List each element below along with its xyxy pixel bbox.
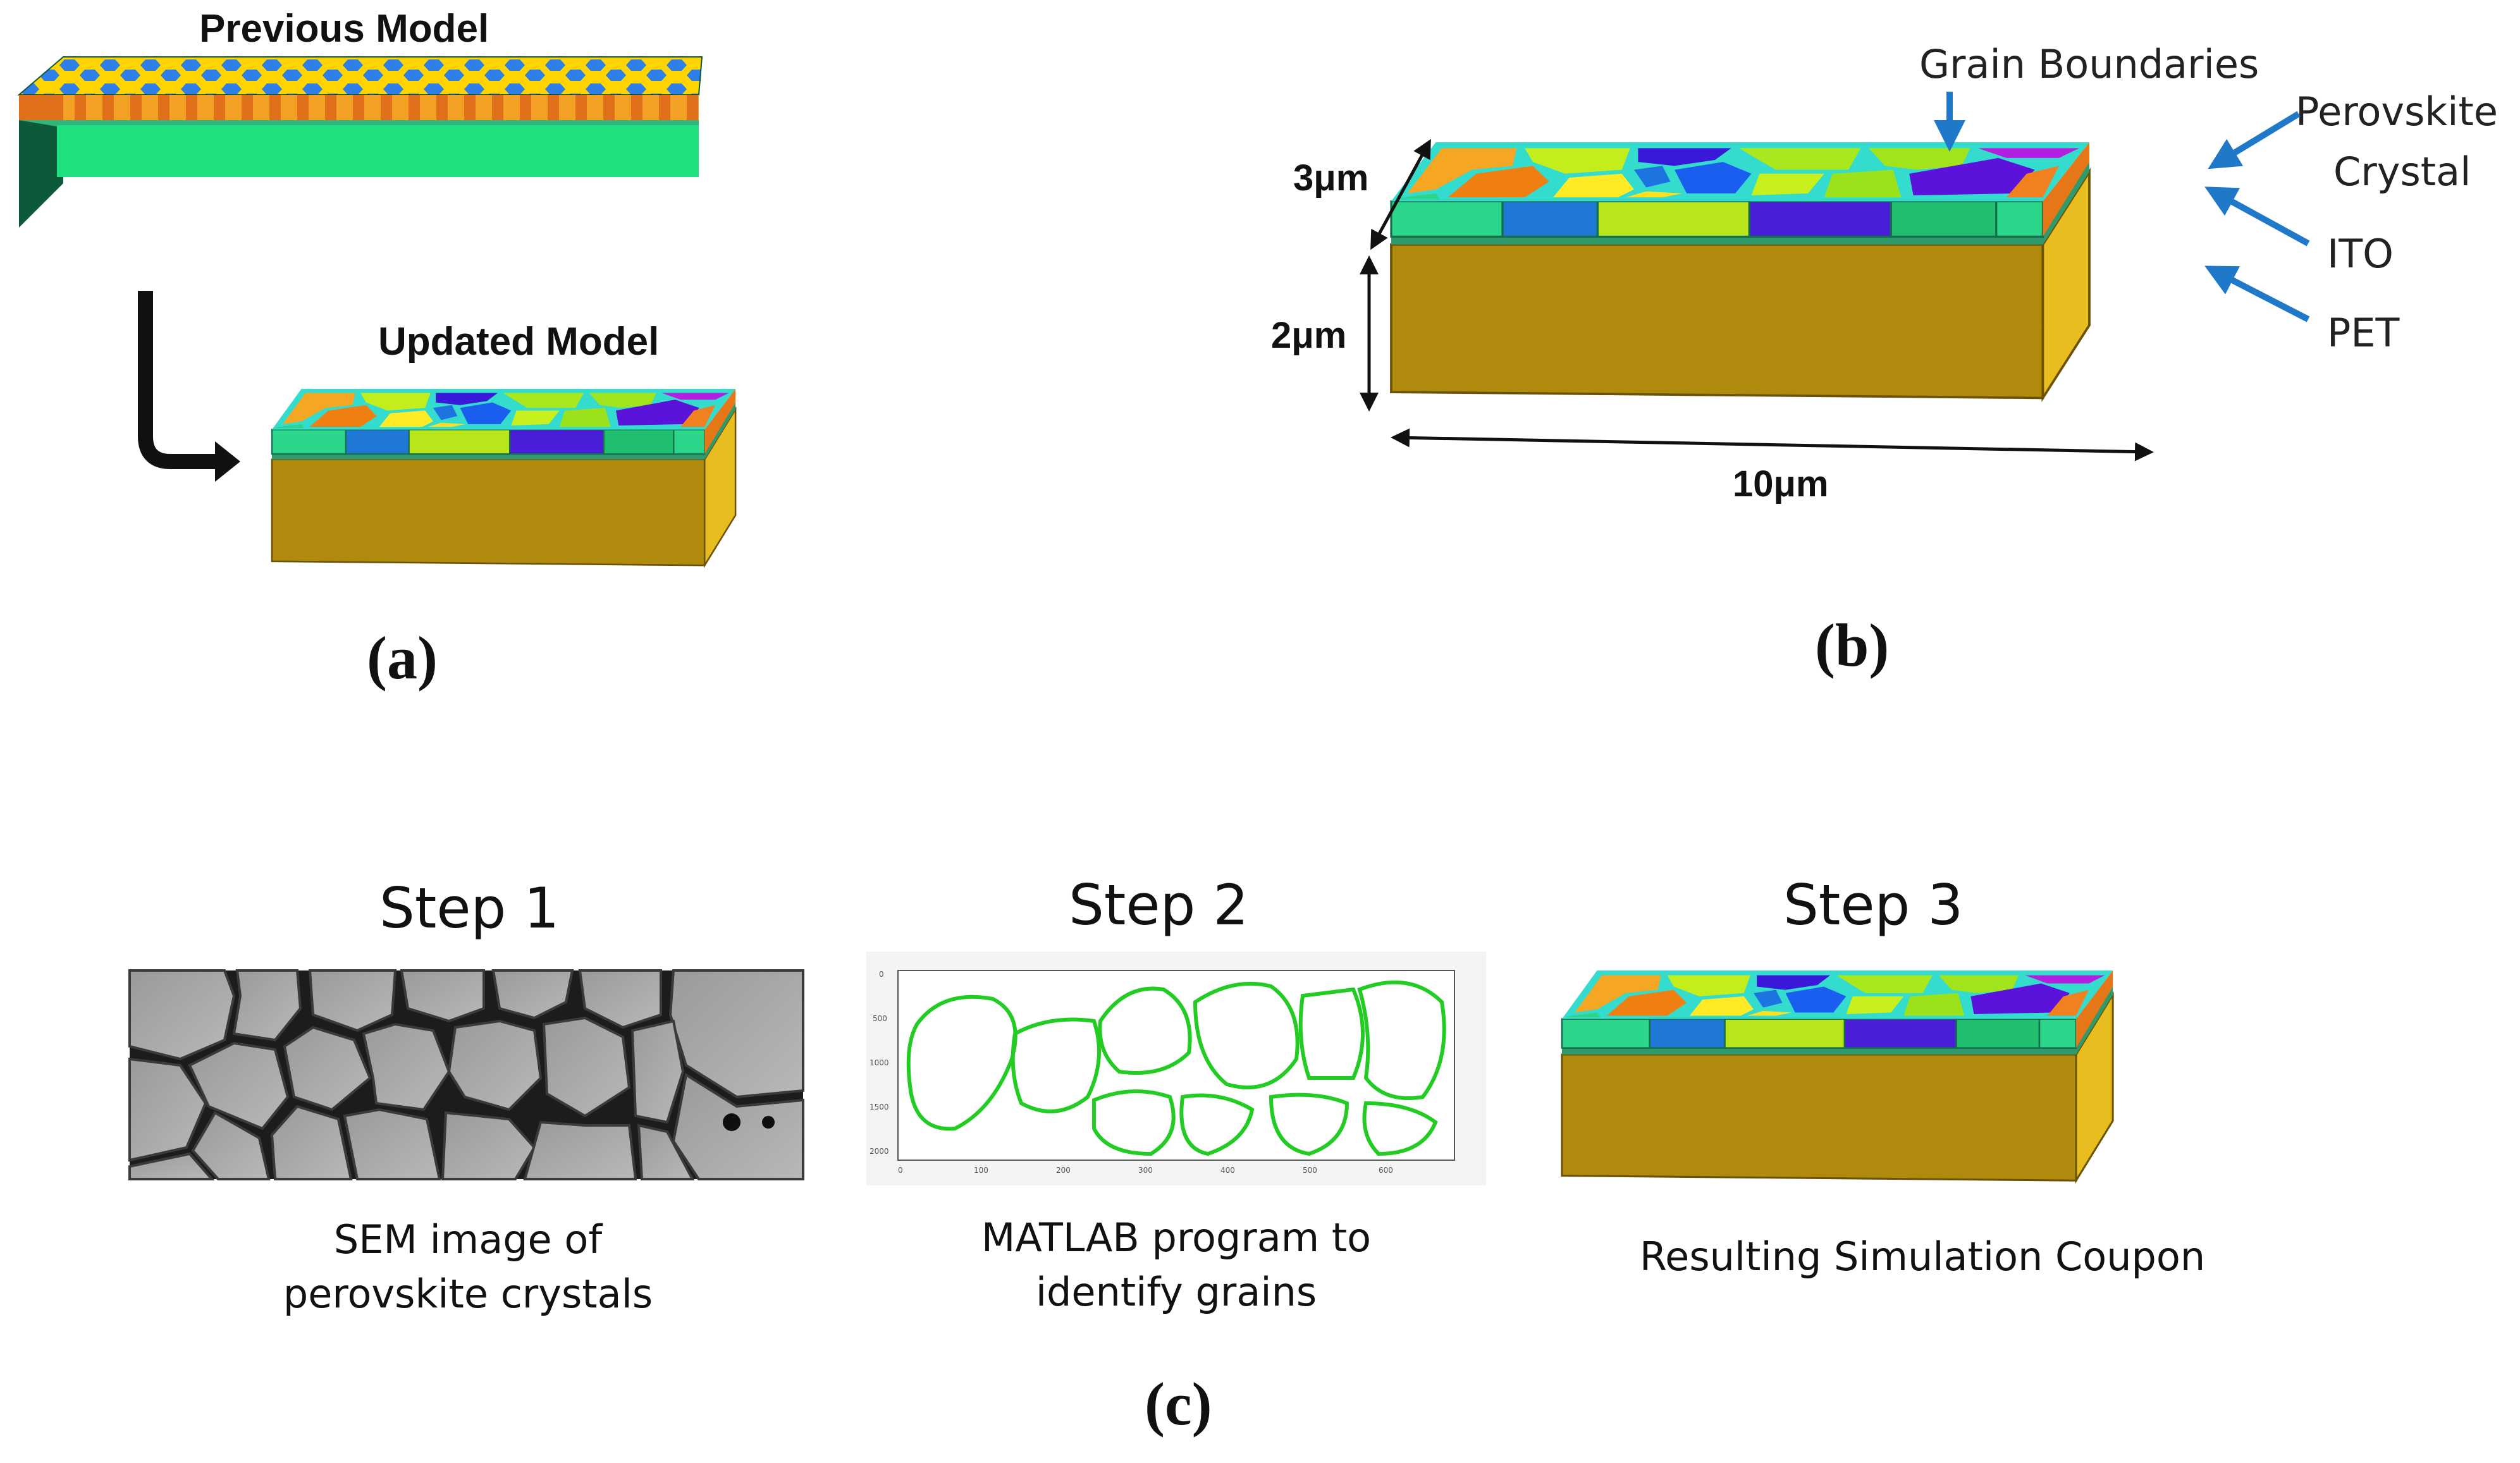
svg-text:500: 500	[873, 1014, 887, 1023]
pet-label: PET	[2327, 310, 2400, 356]
depth-dimension-arrow	[1370, 138, 1431, 250]
step-2-caption-line2: identify grains	[1035, 1269, 1317, 1315]
height-label: 2μm	[1271, 315, 1347, 356]
panel-a-label: (a)	[367, 624, 438, 692]
panel-c-label: (c)	[1145, 1370, 1212, 1438]
panel-b-label: (b)	[1815, 611, 1890, 679]
previous-model-figure	[17, 56, 703, 228]
svg-text:0: 0	[898, 1166, 903, 1175]
perovskite-arrow	[2208, 111, 2301, 169]
step-3-title: Step 3	[1783, 872, 1964, 938]
updated-model-title: Updated Model	[378, 320, 660, 364]
sem-image	[128, 969, 804, 1180]
ito-label: ITO	[2327, 231, 2394, 277]
svg-text:2000: 2000	[870, 1147, 889, 1156]
update-arrow	[138, 291, 240, 482]
svg-text:500: 500	[1303, 1166, 1317, 1175]
step-1-caption-line1: SEM image of	[333, 1216, 603, 1263]
perovskite-label-line1: Perovskite	[2296, 89, 2498, 135]
step-2-title: Step 2	[1069, 872, 1249, 938]
step-3-coupon	[1561, 969, 2114, 1182]
svg-text:600: 600	[1379, 1166, 1393, 1175]
svg-text:300: 300	[1138, 1166, 1153, 1175]
grain-boundaries-label: Grain Boundaries	[1919, 41, 2259, 87]
length-label: 10μm	[1733, 463, 1829, 505]
depth-label: 3μm	[1293, 157, 1369, 199]
matlab-plot: 0 500 1000 1500 2000 0 100 200 300 400 5…	[866, 952, 1486, 1185]
svg-text:400: 400	[1220, 1166, 1235, 1175]
svg-text:100: 100	[974, 1166, 988, 1175]
svg-text:200: 200	[1056, 1166, 1071, 1175]
svg-text:1000: 1000	[870, 1058, 889, 1067]
step-1-caption-line2: perovskite crystals	[283, 1271, 653, 1317]
svg-text:0: 0	[879, 970, 884, 979]
perovskite-label-line2: Crystal	[2333, 149, 2471, 195]
length-dimension-arrow	[1391, 428, 2154, 462]
step-3-caption: Resulting Simulation Coupon	[1639, 1233, 2206, 1280]
ito-arrow	[2204, 187, 2310, 247]
step-1-title: Step 1	[379, 876, 560, 941]
pet-arrow	[2204, 266, 2310, 322]
svg-text:1500: 1500	[870, 1103, 889, 1111]
previous-model-title: Previous Model	[199, 7, 489, 51]
step-2-caption-line1: MATLAB program to	[981, 1215, 1372, 1261]
